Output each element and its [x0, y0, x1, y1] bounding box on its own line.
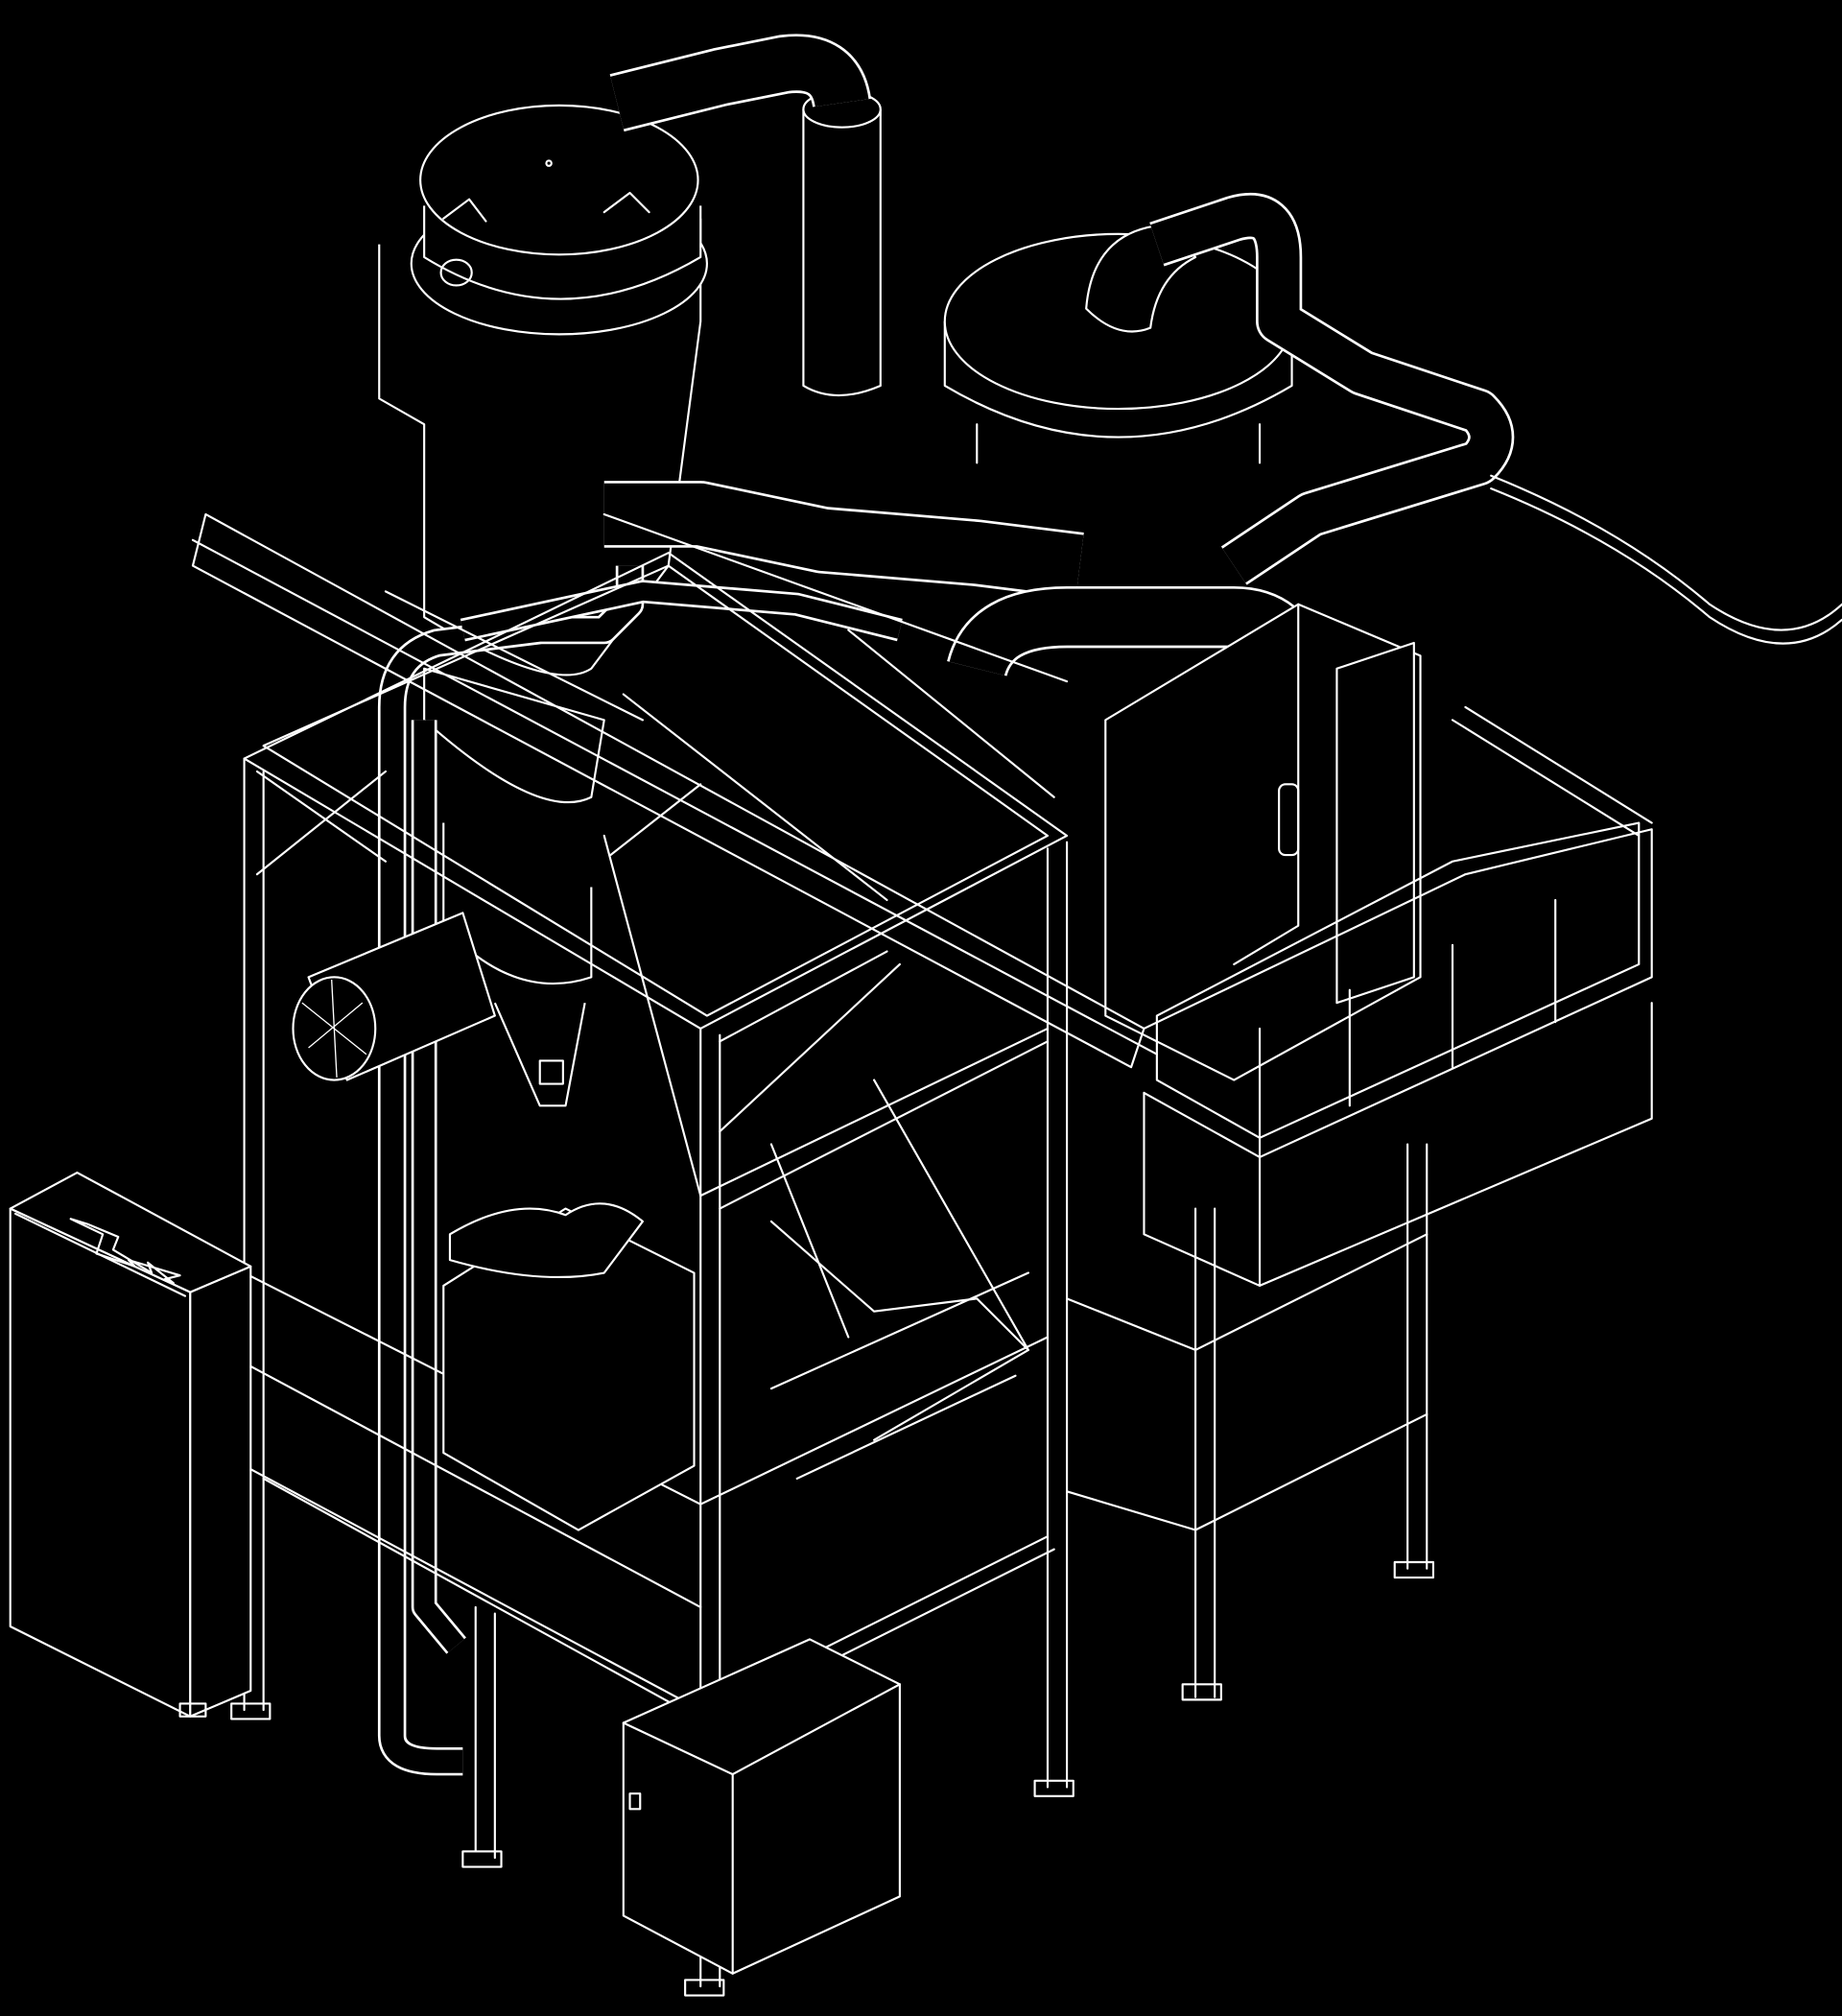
- platform-railing: [1143, 705, 1653, 1287]
- vertical-duct: [802, 90, 882, 397]
- left-cyclone: [378, 104, 708, 1107]
- bottom-cabinet: [622, 1638, 901, 1975]
- electrical-cabinet: [9, 1171, 252, 1718]
- fan-unit: [292, 912, 496, 1081]
- electrical-hazard-icon: [69, 1218, 181, 1285]
- big-bag: [442, 1202, 696, 1531]
